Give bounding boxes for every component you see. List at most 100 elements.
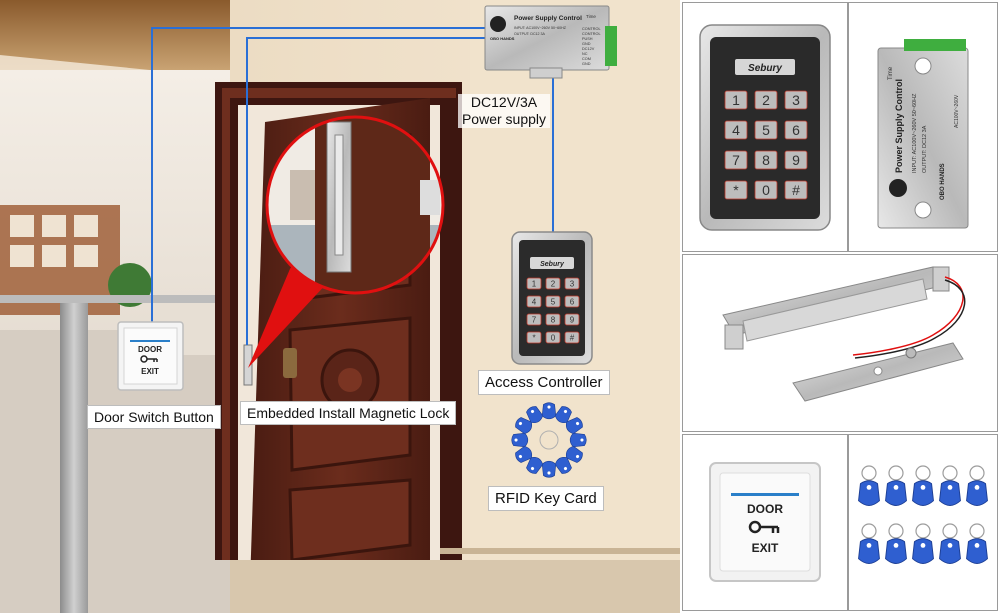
- keypad-key[interactable]: 5: [754, 120, 778, 140]
- psu-terminal-label: DC12V: [582, 47, 595, 51]
- keypad-key-label: 8: [762, 152, 770, 168]
- keypad-key-label: #: [570, 333, 575, 342]
- product-keypad-brand: Sebury: [748, 63, 782, 74]
- keypad-key[interactable]: *: [724, 180, 748, 200]
- product-fob-grid: [858, 465, 988, 564]
- keypad-key-label: 3: [570, 279, 575, 288]
- keypad-key-label: 3: [792, 92, 800, 108]
- wiring: [151, 27, 554, 345]
- keypad-key-label: 6: [570, 297, 575, 306]
- keypad-key-label: 1: [732, 92, 740, 108]
- rfid-fob: [554, 406, 572, 424]
- keypad-key[interactable]: 0: [754, 180, 778, 200]
- scene-psu-time: Time: [586, 14, 596, 19]
- keypad-key[interactable]: 1: [724, 90, 748, 110]
- product-psu-output: OUTPUT: DC12 3A: [922, 125, 928, 173]
- product-psu-side: AC100V~260V: [954, 94, 960, 128]
- product-rfid-fobs: [858, 465, 988, 564]
- product-power-supply: Power Supply Control INPUT: AC100V~260V …: [877, 39, 969, 229]
- lock-on-door: [243, 344, 253, 386]
- panel-magnetic-lock: [682, 254, 998, 432]
- power-supply-caption-line1: DC12V/3A: [470, 94, 538, 110]
- keypad-key-label: 7: [732, 152, 740, 168]
- rfid-fob: [912, 538, 934, 564]
- scene-keypad-brand: Sebury: [540, 261, 565, 268]
- scene-power-supply: Power Supply Control INPUT: AC100V~260V …: [484, 5, 617, 79]
- keypad-key-label: 8: [551, 315, 556, 324]
- product-exit-button: DOOR EXIT: [709, 462, 821, 582]
- keypad-key-label: 1: [532, 279, 537, 288]
- product-exit-door-text: DOOR: [747, 502, 783, 516]
- keypad-key-label: 4: [532, 297, 537, 306]
- panel-rfid-fobs: [848, 434, 998, 611]
- keypad-key[interactable]: 4: [724, 120, 748, 140]
- keypad-key[interactable]: #: [784, 180, 808, 200]
- keypad-key[interactable]: *: [526, 331, 542, 344]
- keypad-key[interactable]: 8: [545, 313, 561, 326]
- product-psu-input: INPUT: AC100V~260V 50~60HZ: [912, 93, 918, 173]
- rfid-card-caption: RFID Key Card: [488, 486, 604, 511]
- rfid-fob: [569, 432, 587, 448]
- keypad-key-label: 0: [762, 182, 770, 198]
- psu-terminal-label: GND: [582, 42, 591, 46]
- keypad-key[interactable]: #: [564, 331, 580, 344]
- scene-illustration: Power Supply Control INPUT: AC100V~260V …: [0, 0, 680, 613]
- product-psu-time: Time: [888, 66, 894, 80]
- rfid-fob: [526, 456, 544, 474]
- keypad-key[interactable]: 6: [784, 120, 808, 140]
- rfid-fob: [541, 460, 557, 478]
- installation-scene: Power Supply Control INPUT: AC100V~260V …: [0, 0, 680, 613]
- product-exit-exit-text: EXIT: [752, 541, 779, 555]
- rfid-fob: [541, 402, 557, 420]
- keypad-key-label: 4: [732, 122, 740, 138]
- keypad-key-label: 6: [792, 122, 800, 138]
- rfid-fob: [966, 480, 988, 506]
- keypad-key-label: *: [532, 333, 535, 342]
- psu-terminal-label: NC: [582, 52, 588, 56]
- keypad-key[interactable]: 4: [526, 295, 542, 308]
- door-switch-caption: Door Switch Button: [87, 405, 221, 429]
- keypad-key-label: 5: [762, 122, 770, 138]
- keypad-key-label: *: [733, 182, 739, 198]
- rfid-fob: [912, 480, 934, 506]
- scene-rfid-fobs: [511, 402, 587, 478]
- keypad-key-label: 0: [551, 333, 556, 342]
- rfid-fob: [526, 406, 544, 424]
- psu-terminal-label: CONTROL: [582, 32, 601, 36]
- keypad-key[interactable]: 0: [545, 331, 561, 344]
- keypad-key[interactable]: 9: [784, 150, 808, 170]
- rfid-fob: [565, 445, 583, 463]
- keypad-key[interactable]: 6: [564, 295, 580, 308]
- rfid-fob: [511, 432, 529, 448]
- keypad-key[interactable]: 1: [526, 277, 542, 290]
- keypad-key[interactable]: 3: [784, 90, 808, 110]
- keypad-key[interactable]: 7: [526, 313, 542, 326]
- wall-post: [60, 298, 88, 613]
- keypad-key[interactable]: 2: [754, 90, 778, 110]
- psu-terminal-label: COM: [582, 57, 591, 61]
- keypad-key-label: #: [792, 182, 800, 198]
- keypad-key-label: 2: [551, 279, 556, 288]
- keypad-key[interactable]: 9: [564, 313, 580, 326]
- keypad-key[interactable]: 3: [564, 277, 580, 290]
- keypad-key[interactable]: 7: [724, 150, 748, 170]
- rfid-fob: [885, 480, 907, 506]
- keypad-key-label: 2: [762, 92, 770, 108]
- keypad-key[interactable]: 8: [754, 150, 778, 170]
- product-psu-brand: OBO HANDS: [940, 163, 946, 200]
- rfid-fob: [858, 480, 880, 506]
- rfid-fob: [885, 538, 907, 564]
- panel-power-supply: Power Supply Control INPUT: AC100V~260V …: [848, 2, 998, 252]
- scene-psu-title: Power Supply Control: [514, 15, 582, 22]
- product-magnetic-lock: [722, 266, 966, 402]
- keypad-key[interactable]: 5: [545, 295, 561, 308]
- keypad-key[interactable]: 2: [545, 277, 561, 290]
- psu-terminal-label: PUSH: [582, 37, 593, 41]
- scene-exit-exit-text: EXIT: [141, 367, 159, 376]
